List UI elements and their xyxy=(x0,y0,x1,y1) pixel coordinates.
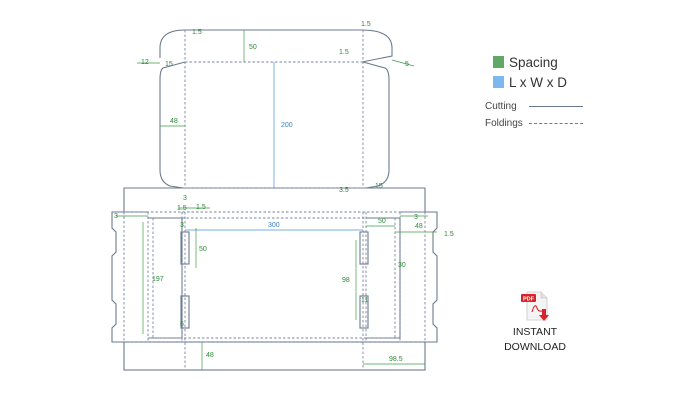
top-right-dust-flap xyxy=(362,61,390,189)
dim-3-mid: 3 xyxy=(183,195,187,202)
dim-1-5-top: 1.5 xyxy=(192,29,202,36)
pdf-badge: PDF xyxy=(523,296,535,302)
dim-98-5: 98.5 xyxy=(389,356,403,363)
box-dieline-diagram: 1.5 50 1.5 1.5 5 12 15 48 200 3.5 15 3 1… xyxy=(111,21,454,371)
dim-1-5-mid: 1.5 xyxy=(177,205,187,212)
legend: Spacing L x W x D Cutting Foldings xyxy=(485,52,583,131)
instant-download[interactable]: PDF INSTANT DOWNLOAD xyxy=(500,290,570,354)
dim-48-bottom: 48 xyxy=(206,352,214,359)
dim-98: 98 xyxy=(342,277,350,284)
dim-3-right: 3 xyxy=(414,214,418,221)
dim-15-left: 15 xyxy=(165,61,173,68)
dim-11: 11 xyxy=(361,297,368,304)
dim-1-5-right: 1.5 xyxy=(444,231,454,238)
dim-1-5-mid-2: 1.5 xyxy=(196,204,206,211)
left-inner-tab xyxy=(148,217,183,339)
download-label-line1: INSTANT xyxy=(512,326,558,338)
dim-300: 300 xyxy=(268,222,280,229)
legend-dims-label: L x W x D xyxy=(509,74,568,90)
dim-12: 12 xyxy=(141,59,149,66)
dim-30: 30 xyxy=(398,262,406,269)
right-slot-upper xyxy=(359,231,369,265)
dim-3-5: 3.5 xyxy=(339,187,349,194)
upper-band-outline xyxy=(123,187,426,212)
spacing-swatch xyxy=(493,56,504,68)
dimensions-swatch xyxy=(493,76,504,88)
bottom-band-outline xyxy=(123,341,426,371)
dim-50-mid: 50 xyxy=(378,218,386,225)
dim-6: 6 xyxy=(180,321,184,328)
right-slot-lower xyxy=(359,295,369,329)
top-left-dust-flap xyxy=(159,61,186,189)
dim-48-left: 48 xyxy=(170,118,178,125)
download-label-line2: DOWNLOAD xyxy=(504,341,566,353)
dim-5: 5 xyxy=(405,61,409,68)
dim-50-inner: 50 xyxy=(199,246,207,253)
legend-folding: Foldings xyxy=(485,115,583,131)
cutting-line-sample xyxy=(529,105,583,107)
dim-15-right: 15 xyxy=(375,183,383,190)
top-lid-outline xyxy=(159,29,393,63)
dim-3-small: 3 xyxy=(180,222,184,229)
legend-spacing-label: Spacing xyxy=(509,54,558,70)
legend-spacing: Spacing xyxy=(493,52,583,72)
left-wall-outline xyxy=(111,211,148,343)
left-slot-lower xyxy=(180,295,190,329)
dim-197: 197 xyxy=(152,276,164,283)
dim-1-5-top-right: 1.5 xyxy=(361,21,371,28)
legend-cutting: Cutting xyxy=(485,98,583,114)
dim-48-right: 48 xyxy=(415,223,423,230)
dim-1-5-top-right-2: 1.5 xyxy=(339,49,349,56)
right-wall-outline xyxy=(400,211,438,343)
dim-200: 200 xyxy=(281,122,293,129)
legend-cutting-label: Cutting xyxy=(485,100,517,112)
legend-dimensions: L x W x D xyxy=(493,72,583,92)
folding-line-sample xyxy=(529,122,583,124)
dim-50-lid: 50 xyxy=(249,44,257,51)
legend-folding-label: Foldings xyxy=(485,117,523,129)
pdf-download-icon[interactable]: PDF xyxy=(518,290,552,324)
dim-3-left: 3 xyxy=(114,213,118,220)
